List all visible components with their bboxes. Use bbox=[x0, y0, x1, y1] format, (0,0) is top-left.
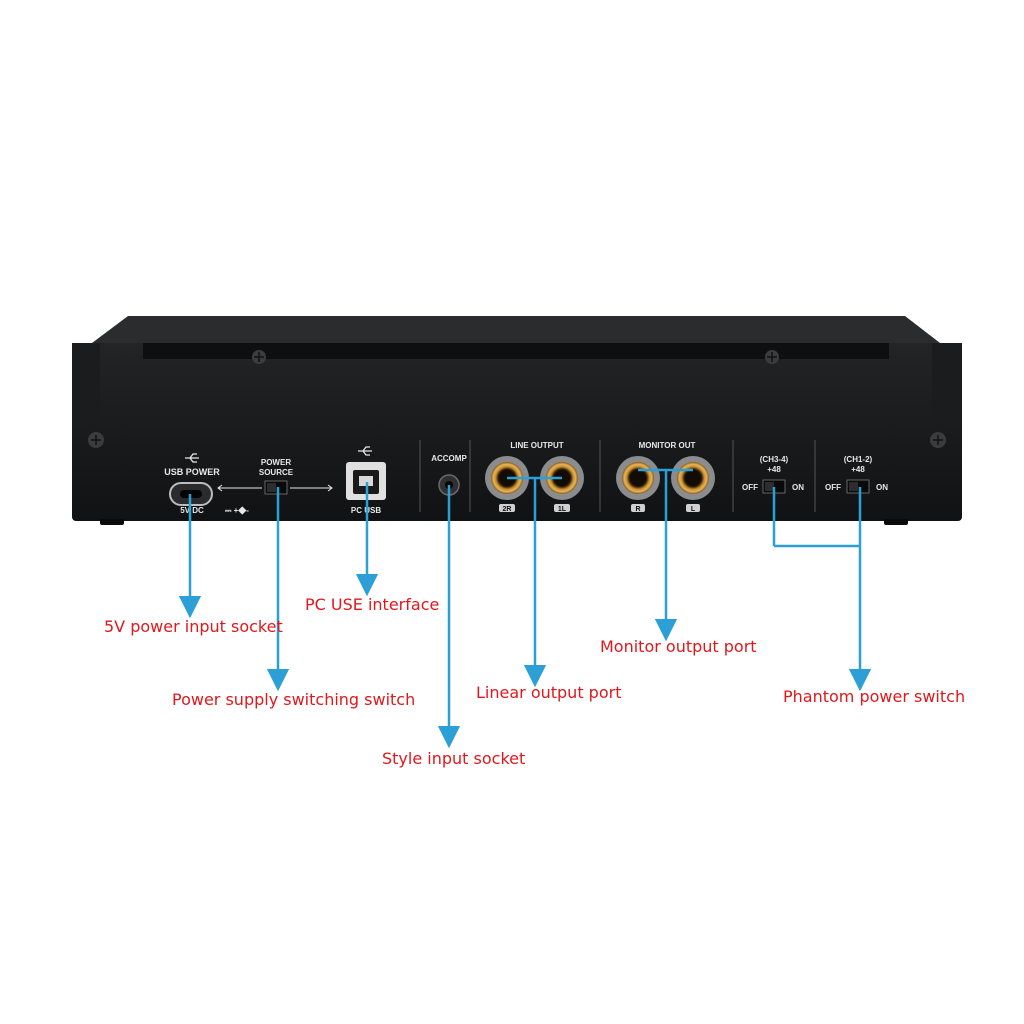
ch12-plus48: +48 bbox=[851, 465, 865, 474]
ch12-phantom-switch-knob bbox=[849, 482, 858, 491]
chassis-body bbox=[72, 343, 962, 521]
power-source-arrows bbox=[217, 484, 333, 492]
power-source-label-2: SOURCE bbox=[259, 468, 294, 477]
usb-icon bbox=[185, 453, 199, 463]
usb-b-port-pins bbox=[359, 476, 373, 486]
callout-monitor-output: Monitor output port bbox=[600, 637, 757, 656]
monitor-r-badge bbox=[631, 504, 645, 512]
ch12-label: (CH1-2) bbox=[844, 455, 873, 464]
usb-power-label: USB POWER bbox=[164, 467, 220, 477]
ch34-plus48: +48 bbox=[767, 465, 781, 474]
line-output-label: LINE OUTPUT bbox=[510, 441, 563, 450]
power-source-switch-knob bbox=[267, 483, 276, 492]
ch12-off-label: OFF bbox=[825, 483, 841, 492]
accomp-label: ACCOMP bbox=[431, 454, 467, 463]
line-output-2r-text: 2R bbox=[503, 506, 512, 513]
usb-power-spec: 5V DC bbox=[180, 506, 204, 515]
foot-right bbox=[884, 519, 908, 525]
power-source-label-1: POWER bbox=[261, 458, 291, 467]
monitor-out-r-hole bbox=[630, 470, 646, 486]
screw-top-left bbox=[252, 350, 266, 364]
callout-power-switch: Power supply switching switch bbox=[172, 690, 416, 709]
ch12-on-label: ON bbox=[876, 483, 888, 492]
monitor-l-text: L bbox=[691, 506, 696, 513]
ch34-off-label: OFF bbox=[742, 483, 758, 492]
callout-pc-interface: PC USE interface bbox=[305, 595, 440, 614]
ch34-phantom-switch-knob bbox=[765, 482, 774, 491]
monitor-out-l-hole bbox=[685, 470, 701, 486]
callout-power-input: 5V power input socket bbox=[104, 617, 283, 636]
monitor-l-badge bbox=[686, 504, 700, 512]
callout-linear-output: Linear output port bbox=[476, 683, 622, 702]
line-output-1l-text: 1L bbox=[558, 506, 567, 513]
lid-lip bbox=[143, 343, 889, 359]
left-bracket bbox=[72, 343, 100, 425]
line-output-2r-badge bbox=[499, 504, 515, 512]
pc-usb-icon bbox=[358, 446, 372, 456]
ch34-on-label: ON bbox=[792, 483, 804, 492]
callout-style-input: Style input socket bbox=[382, 749, 526, 768]
screw-right bbox=[930, 432, 946, 448]
callout-phantom-power: Phantom power switch bbox=[783, 687, 966, 706]
ch34-label: (CH3-4) bbox=[760, 455, 789, 464]
screw-top-right bbox=[765, 350, 779, 364]
monitor-r-text: R bbox=[635, 506, 640, 513]
dc-symbol: ⎓ +◆- bbox=[225, 506, 249, 515]
screw-left bbox=[88, 432, 104, 448]
monitor-out-label: MONITOR OUT bbox=[639, 441, 696, 450]
foot-left bbox=[100, 519, 124, 525]
line-output-1l-badge bbox=[554, 504, 570, 512]
right-bracket bbox=[932, 343, 962, 425]
chassis-top bbox=[92, 316, 940, 343]
